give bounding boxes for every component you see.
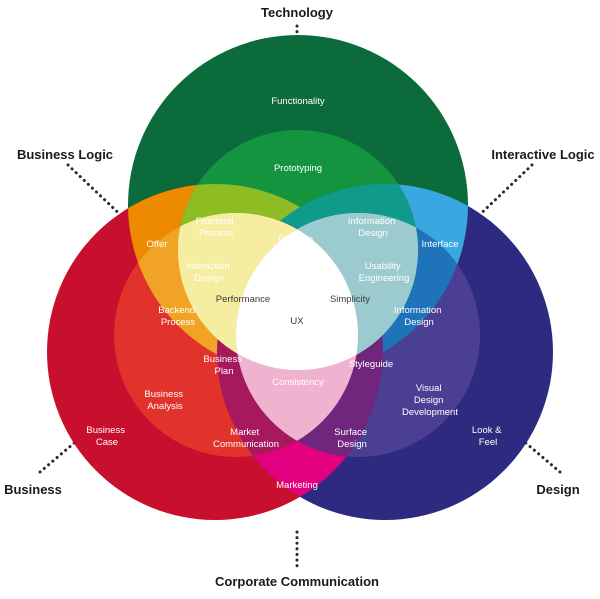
region-frontend-process: Frontend Process [196,216,237,239]
region-styleguide: Styleguide [349,359,393,370]
region-business-case: Business Case [86,425,127,448]
connector-interactive-logic [470,163,534,224]
region-prototyping: Prototyping [274,163,322,174]
label-interactive-logic: Interactive Logic [491,147,594,162]
region-visual-design-development: Visual Design Development [402,383,458,418]
region-interaction-design: Interaction Design [185,261,232,284]
region-ux: UX [290,316,304,327]
region-marketing: Marketing [276,480,318,491]
region-functionality: Functionality [271,96,325,107]
region-information-design-right: Information Design [394,305,444,328]
region-release-candidate: Release Candidate [275,234,318,257]
region-performance: Performance [216,294,270,305]
connector-business [38,436,82,474]
region-information-design-top: Information Design [348,216,398,239]
region-interface: Interface [422,239,459,250]
region-business-analysis: Business Analysis [144,389,185,412]
label-business: Business [4,482,62,497]
region-usability-engineering: Usability Engineering [359,261,410,284]
region-offer: Offer [147,239,168,250]
region-business-plan: Business Plan [203,354,244,377]
label-corporate-communication: Corporate Communication [215,574,379,589]
connector-design [518,436,562,474]
region-consistency: Consistency [272,377,324,388]
connector-business-logic [66,163,130,224]
label-design: Design [536,482,579,497]
region-market-communication: Market Communication [213,427,279,450]
label-business-logic: Business Logic [17,147,113,162]
region-look-and-feel: Look & Feel [472,425,504,448]
region-surface-design: Surface Design [334,427,369,450]
label-technology: Technology [261,5,334,20]
region-simplicity: Simplicity [330,294,370,305]
region-backend-process: Backend Process [158,305,198,328]
